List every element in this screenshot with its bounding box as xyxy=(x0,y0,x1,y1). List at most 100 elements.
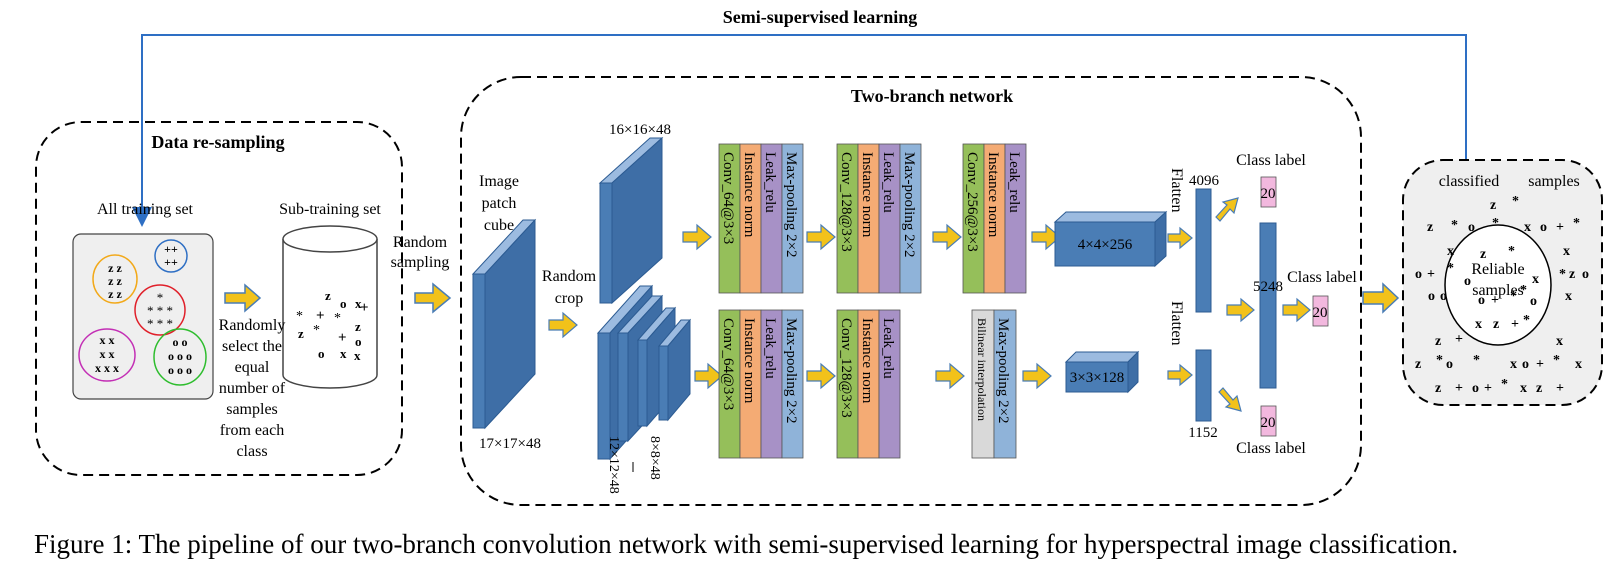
glyph: o xyxy=(1440,289,1447,304)
reliable-label-2: samples xyxy=(1472,282,1524,299)
glyph: o xyxy=(1446,357,1453,372)
data-resampling-title: Data re-sampling xyxy=(151,132,284,152)
select-line-4: number of xyxy=(219,380,286,397)
class-count-top: 20 xyxy=(1261,186,1276,202)
conv-label: Conv_256@3×3 xyxy=(964,152,980,252)
flatten-label-top: Flatten xyxy=(1168,168,1185,212)
sample-o-1: o xyxy=(340,296,347,311)
glyph: * xyxy=(1520,283,1527,298)
figure-caption: Figure 1: The pipeline of our two-branch… xyxy=(34,529,1459,559)
arrow-bottom-block-2 xyxy=(806,362,836,390)
sub-training-cylinder xyxy=(282,239,378,389)
sample-plus-1: + xyxy=(360,300,369,316)
glyph: + xyxy=(1511,317,1519,332)
glyph: + xyxy=(1455,381,1463,396)
glyph: * xyxy=(1451,218,1458,233)
sample-z-2: z xyxy=(355,319,361,334)
select-line-6: from each xyxy=(220,422,284,439)
glyph: o xyxy=(1472,381,1479,396)
top-feature-label: 4×4×256 xyxy=(1078,237,1133,253)
top-branch-block-3: Conv_256@3×3 Instance norm Leak_relu xyxy=(962,143,1027,294)
semi-supervised-label: Semi-supervised learning xyxy=(723,7,918,27)
crop-top-size-label: 16×16×48 xyxy=(609,122,671,138)
glyph: * xyxy=(1492,216,1499,231)
random-crop-label-1: Random xyxy=(542,268,597,285)
patch-cube-side xyxy=(484,218,536,430)
glyph: z xyxy=(1427,220,1433,235)
bottom-feature-top xyxy=(1064,351,1140,363)
cluster-x-glyphs-3: x x x xyxy=(95,361,119,375)
norm-label: Instance norm xyxy=(741,152,757,238)
top-feature-side xyxy=(1154,210,1167,268)
bilinear-label: Bilinear interpolation xyxy=(975,318,989,421)
cluster-z-glyphs-1: z z xyxy=(108,261,122,275)
fc-bottom-label: 1152 xyxy=(1188,425,1217,441)
random-sampling-line-2: sampling xyxy=(391,254,450,271)
glyph: x xyxy=(1575,357,1582,372)
pool-label: Max-pooling 2×2 xyxy=(783,152,799,258)
select-line-7: class xyxy=(236,443,267,460)
class-box-top xyxy=(1260,176,1277,208)
sample-z-3: z xyxy=(298,326,304,341)
reliable-label-1: Reliable xyxy=(1471,261,1524,278)
norm-label: Instance norm xyxy=(985,152,1001,238)
relu-layer xyxy=(878,309,901,459)
glyph: x xyxy=(1563,244,1570,259)
glyph: o xyxy=(1428,289,1435,304)
cluster-plus-glyphs-1: ++ xyxy=(164,242,178,256)
classified-glyphs: z * z * o * x o + * x x o + * * z o o o … xyxy=(1415,194,1589,396)
class-box-mid xyxy=(1312,295,1329,327)
glyph: * xyxy=(1573,216,1580,231)
patch-cube-front xyxy=(472,273,486,429)
cylinder-top xyxy=(282,225,378,253)
sample-plus-3: + xyxy=(338,330,347,346)
class-label-top: Class label 20 xyxy=(1236,152,1306,208)
glyph: o xyxy=(1468,220,1475,235)
glyph: x xyxy=(1524,220,1531,235)
cluster-plus-glyphs-2: ++ xyxy=(164,255,178,269)
arrow-to-class-mid xyxy=(1282,297,1311,323)
sample-star-2: * xyxy=(334,311,341,326)
arrow-random-crop xyxy=(548,311,578,339)
sample-x-1: x xyxy=(355,296,362,311)
class-cluster-plus xyxy=(154,239,188,273)
glyph: * xyxy=(1508,244,1515,259)
glyph: * xyxy=(1510,289,1517,304)
glyph: o xyxy=(1415,267,1422,282)
glyph: x xyxy=(1475,317,1482,332)
select-line-1: Randomly xyxy=(219,317,286,334)
class-label-bottom: 20 Class label xyxy=(1236,405,1306,457)
arrow-to-class-bottom xyxy=(1218,387,1242,412)
arrow-top-block-3 xyxy=(932,223,962,251)
class-cluster-z xyxy=(92,254,138,304)
glyph: * xyxy=(1447,261,1454,276)
crop-bottom-stack: 12×12×48 8×8×48 xyxy=(596,284,692,494)
image-patch-label-3: cube xyxy=(484,217,514,234)
conv-label: Conv_64@3×3 xyxy=(720,152,736,244)
arrow-top-block-1 xyxy=(682,223,712,251)
class-label-mid: Class label 20 xyxy=(1287,269,1357,327)
glyph: o xyxy=(1582,267,1589,282)
glyph: x xyxy=(1447,244,1454,259)
image-patch-label-2: patch xyxy=(482,195,517,212)
fc-mid-vector xyxy=(1259,222,1277,389)
top-feature-top xyxy=(1053,211,1168,223)
crop-stack-3-front xyxy=(637,339,648,427)
glyph: * xyxy=(1501,377,1508,392)
cluster-star-glyphs-2: * * * xyxy=(147,303,173,318)
glyph: + xyxy=(1556,220,1564,235)
glyph: z xyxy=(1569,267,1575,282)
image-patch-cube: Image patch cube 17×17×48 xyxy=(471,173,541,452)
data-resampling-section: Data re-sampling All training set Sub-tr… xyxy=(35,121,403,476)
glyph: + xyxy=(1491,293,1499,308)
class-label-bottom-text: Class label xyxy=(1236,440,1306,457)
class-box-bottom xyxy=(1260,405,1277,437)
two-branch-boundary xyxy=(460,76,1362,506)
relu-label: Leak_relu xyxy=(762,152,778,213)
class-count-mid: 20 xyxy=(1313,305,1328,321)
conv-label: Conv_128@3×3 xyxy=(838,152,854,252)
fc-top-vector xyxy=(1195,188,1212,313)
crop-stack-4-front xyxy=(658,345,669,421)
arrow-to-class-top xyxy=(1215,197,1239,222)
